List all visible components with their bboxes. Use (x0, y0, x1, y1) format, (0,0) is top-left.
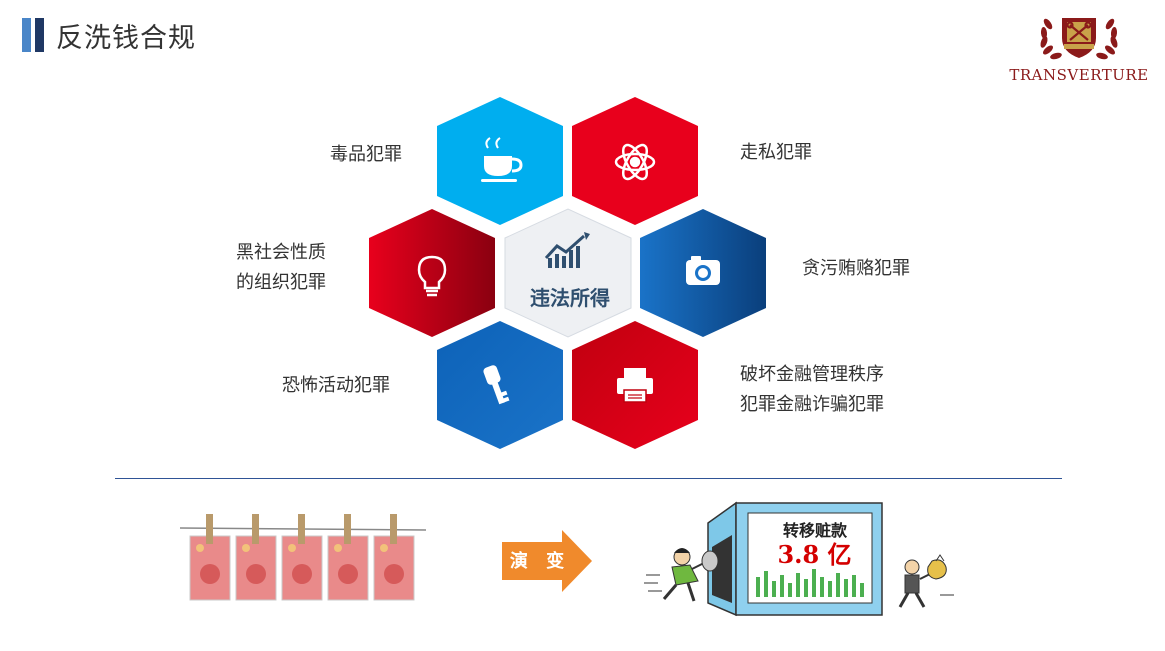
lightbulb-icon (417, 255, 447, 297)
printer-icon (617, 368, 653, 403)
node-label-terrorism: 恐怖活动犯罪 (282, 375, 390, 396)
brand-logo: TRANSVERTURE (1004, 12, 1154, 84)
node-label-smuggling: 走私犯罪 (740, 142, 812, 163)
brand-name: TRANSVERTURE (1009, 66, 1149, 84)
hex-terrorism (437, 321, 563, 449)
crime-source-diagram: 违法所得 毒品犯罪 走私犯罪 黑社会性质 的组织犯罪 贪污贿赂犯罪 恐怖活动犯罪… (236, 97, 910, 449)
chart-trend-up-icon (544, 232, 590, 268)
section-divider (115, 478, 1062, 479)
node-label-organized-crime: 黑社会性质 的组织犯罪 (236, 242, 326, 293)
evolution-arrow-label: 演 变 (509, 551, 571, 572)
center-label: 违法所得 (530, 286, 610, 310)
evolution-arrow (502, 530, 592, 592)
money-transfer-cartoon-icon (644, 501, 954, 617)
banknotes-clothesline-icon (179, 514, 427, 601)
screen-amount: 3.8 亿 (777, 540, 852, 569)
title-accent-bars (22, 18, 44, 52)
atom-icon (614, 143, 656, 181)
key-icon (483, 365, 510, 405)
node-label-drugs: 毒品犯罪 (330, 144, 402, 165)
hexagon-cluster (369, 97, 766, 449)
coffee-cup-icon (481, 137, 523, 182)
screen-title: 转移赃款 (782, 521, 847, 540)
hex-center (504, 208, 632, 338)
node-label-corruption: 贪污贿赂犯罪 (802, 258, 910, 279)
camera-icon (686, 256, 720, 285)
page-title: 反洗钱合规 (56, 22, 196, 54)
title-bar: 反洗钱合规 (22, 18, 196, 54)
hex-organized-crime (369, 209, 495, 337)
node-label-financial-crime: 破坏金融管理秩序 犯罪金融诈骗犯罪 (740, 364, 884, 415)
crossed-keys-laurel-crest-icon (1040, 18, 1118, 60)
